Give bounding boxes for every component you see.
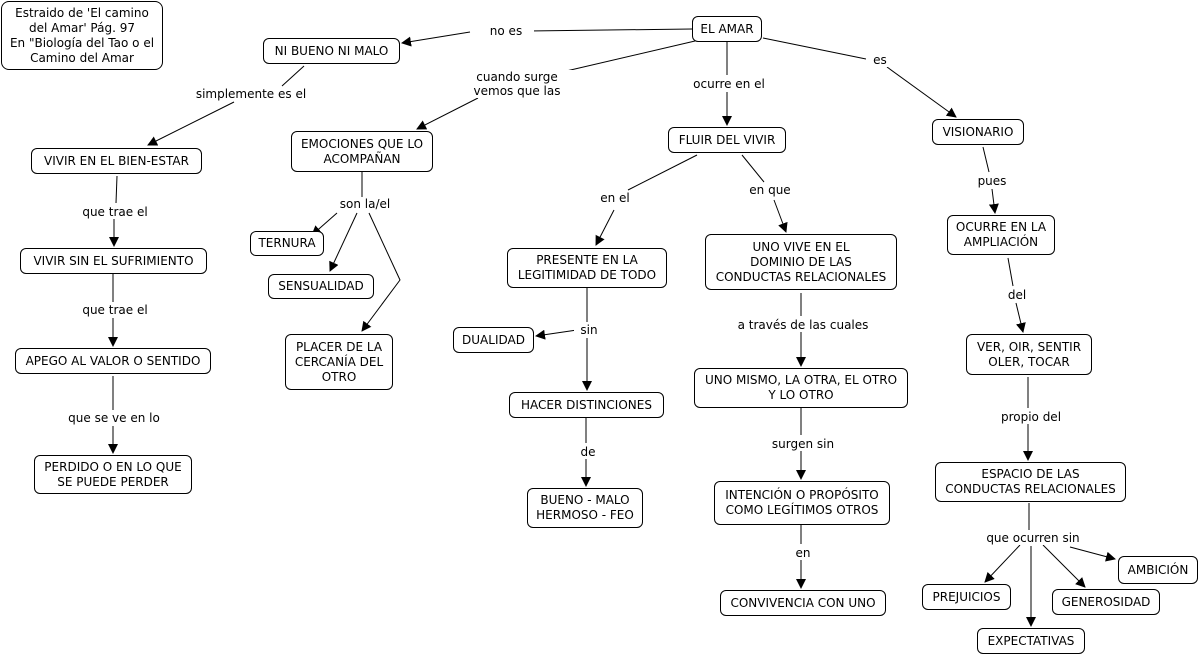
- connector-line: [527, 28, 693, 32]
- connector-arrow: [886, 66, 957, 118]
- link-label: a través de las cuales: [729, 318, 877, 332]
- connector-line: [1007, 257, 1014, 287]
- node-ambicion: AMBICIÓN: [1118, 556, 1198, 584]
- node-ver-oir: VER, OIR, SENTIR OLER, TOCAR: [966, 334, 1092, 375]
- node-espacio: ESPACIO DE LAS CONDUCTAS RELACIONALES: [935, 462, 1126, 502]
- link-label: son la/el: [331, 197, 399, 211]
- link-label: no es: [478, 24, 534, 38]
- node-visionario: VISIONARIO: [932, 119, 1024, 145]
- connector-arrow: [329, 212, 358, 272]
- connector-line: [281, 65, 305, 87]
- link-label: ocurre en el: [681, 77, 777, 91]
- connector-arrow: [416, 97, 479, 130]
- node-sensualidad: SENSUALIDAD: [268, 274, 374, 299]
- link-label: pues: [970, 174, 1014, 188]
- node-perdido: PERDIDO O EN LO QUE SE PUEDE PERDER: [34, 455, 192, 494]
- connector-arrow: [401, 31, 471, 47]
- connector-arrow: [1069, 546, 1116, 562]
- connector-line: [982, 146, 990, 173]
- connector-arrow: [984, 544, 1021, 583]
- node-placer: PLACER DE LA CERCANÍA DEL OTRO: [285, 334, 393, 390]
- link-label: surgen sin: [761, 437, 845, 451]
- node-presente: PRESENTE EN LA LEGITIMIDAD DE TODO: [507, 248, 667, 288]
- connector-arrow: [535, 329, 578, 340]
- connector-arrow: [147, 101, 235, 146]
- connector-arrow: [361, 212, 401, 332]
- node-ni-bueno-ni-malo: NI BUENO NI MALO: [263, 38, 400, 64]
- link-label: que ocurren sin: [978, 531, 1088, 545]
- link-label: en el: [591, 191, 639, 205]
- link-label: simplemente es el: [189, 87, 313, 101]
- connector-arrow: [1015, 302, 1026, 333]
- node-ocurre-ampliacion: OCURRE EN LA AMPLIACIÓN: [947, 215, 1055, 255]
- link-label: que trae el: [73, 303, 157, 317]
- link-label: es: [866, 53, 894, 67]
- node-bueno-malo: BUENO - MALO HERMOSO - FEO: [527, 488, 643, 528]
- node-apego-al-valor: APEGO AL VALOR O SENTIDO: [15, 348, 211, 374]
- link-label: cuando surge vemos que las: [460, 70, 574, 98]
- node-fluir-del-vivir: FLUIR DEL VIVIR: [668, 127, 786, 153]
- node-ternura: TERNURA: [250, 231, 324, 256]
- connector-arrow: [988, 188, 999, 214]
- connector-arrow: [1042, 544, 1086, 588]
- link-label: de: [573, 445, 603, 459]
- node-hacer-distinciones: HACER DISTINCIONES: [509, 392, 664, 418]
- node-prejuicios: PREJUICIOS: [922, 584, 1011, 610]
- node-vivir-sin-el-sufrimiento: VIVIR SIN EL SUFRIMIENTO: [20, 248, 207, 274]
- connector-line: [115, 175, 118, 204]
- node-expectativas: EXPECTATIVAS: [977, 628, 1085, 654]
- source-note: Estraido de 'El camino del Amar' Pág. 97…: [1, 1, 163, 70]
- link-label: del: [1000, 288, 1034, 302]
- connector-arrow: [595, 209, 615, 246]
- connector-arrow: [773, 199, 788, 233]
- node-vivir-en-el-bien-estar: VIVIR EN EL BIEN-ESTAR: [31, 148, 202, 174]
- node-dualidad: DUALIDAD: [453, 327, 534, 353]
- node-emociones: EMOCIONES QUE LO ACOMPAÑAN: [291, 131, 433, 172]
- connector-line: [561, 40, 696, 73]
- connector-line: [762, 37, 867, 60]
- link-label: en que: [741, 183, 799, 197]
- link-label: que trae el: [73, 205, 157, 219]
- node-convivencia: CONVIVENCIA CON UNO: [720, 590, 886, 616]
- node-generosidad: GENEROSIDAD: [1052, 589, 1160, 615]
- link-label: propio del: [991, 410, 1071, 424]
- node-uno-vive: UNO VIVE EN EL DOMINIO DE LAS CONDUCTAS …: [705, 234, 897, 290]
- node-uno-mismo: UNO MISMO, LA OTRA, EL OTRO Y LO OTRO: [694, 368, 908, 408]
- node-el-amar: EL AMAR: [692, 16, 762, 42]
- link-label: en: [789, 546, 817, 560]
- link-label: que se ve en lo: [57, 411, 171, 425]
- node-intencion: INTENCIÓN O PROPÓSITO COMO LEGÍTIMOS OTR…: [714, 481, 890, 525]
- connector-line: [627, 154, 698, 191]
- link-label: sin: [574, 323, 604, 337]
- connector-line: [741, 154, 765, 183]
